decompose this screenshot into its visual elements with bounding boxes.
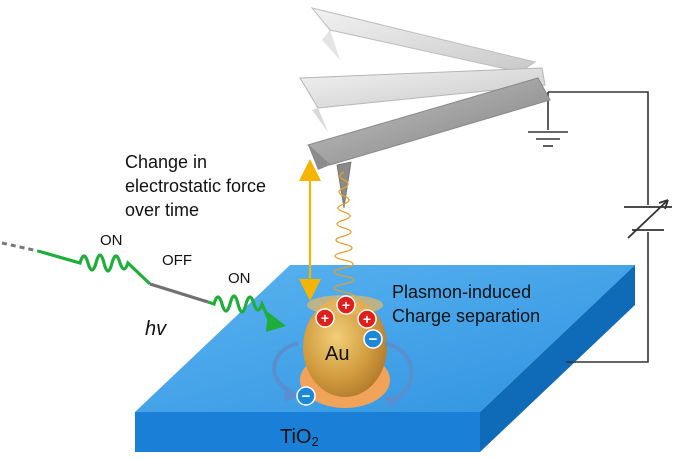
photon-energy-label: hv bbox=[145, 318, 167, 340]
cantilever-ghost-middle bbox=[299, 67, 546, 132]
variable-voltage-source-icon bbox=[624, 199, 672, 239]
au-label: Au bbox=[325, 343, 350, 365]
positive-charge: + bbox=[315, 308, 335, 328]
plasmon-label: Plasmon-induced Charge separation bbox=[392, 280, 592, 328]
light-on-label-second: ON bbox=[228, 270, 251, 287]
cantilever-active bbox=[307, 77, 551, 170]
light-off-label: OFF bbox=[162, 252, 192, 269]
svg-text:+: + bbox=[321, 310, 329, 326]
ground-icon bbox=[528, 131, 568, 147]
positive-charge: + bbox=[336, 295, 356, 315]
svg-text:−: − bbox=[302, 388, 311, 405]
light-on-label-first: ON bbox=[100, 232, 123, 249]
circulation-arrowhead-left bbox=[284, 386, 300, 402]
light-arrowhead bbox=[266, 312, 286, 332]
substrate-label-main: TiO bbox=[280, 426, 312, 448]
substrate-label: TiO2 bbox=[280, 426, 319, 449]
electrostatic-wave bbox=[333, 171, 355, 317]
negative-charge: − bbox=[363, 329, 383, 349]
svg-text:−: − bbox=[369, 331, 378, 348]
plasmon-label-line-2: Charge separation bbox=[392, 306, 541, 326]
substrate-label-subscript: 2 bbox=[311, 434, 319, 449]
force-label-line-1: Change in bbox=[125, 152, 208, 172]
light-beam bbox=[1, 241, 286, 332]
charge-circulation-arrows bbox=[272, 341, 414, 404]
cantilever-ghost-top bbox=[310, 7, 537, 73]
plasmon-label-line-1: Plasmon-induced bbox=[392, 282, 532, 302]
negative-charge: − bbox=[296, 386, 316, 406]
force-label-line-2: electrostatic force bbox=[125, 176, 267, 196]
svg-text:+: + bbox=[363, 311, 371, 327]
positive-charge: + bbox=[357, 309, 377, 329]
circulation-arrowhead-right bbox=[384, 396, 398, 408]
force-label-line-3: over time bbox=[125, 200, 200, 220]
svg-text:+: + bbox=[342, 297, 350, 313]
force-change-label: Change in electrostatic force over time bbox=[125, 150, 325, 222]
